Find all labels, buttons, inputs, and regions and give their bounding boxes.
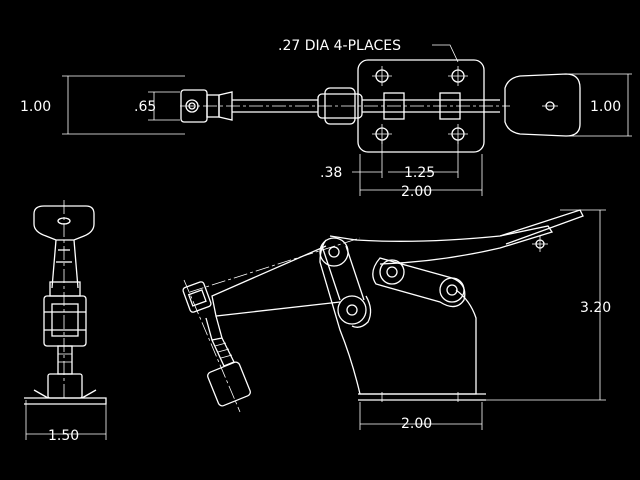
side-view: 3.20 2.00 [182,209,611,432]
dim-inner-height: .65 [134,99,156,115]
dim-end-base-width: 1.50 [48,428,79,444]
dim-left-height: 1.00 [20,99,51,115]
dim-base-width-top: 2.00 [401,184,432,200]
top-view: .27 DIA 4-PLACES 1.00 .65 1.00 .38 1.25 … [20,38,632,200]
hole-callout-label: .27 DIA 4-PLACES [278,38,401,54]
dim-hole-spacing: 1.25 [404,165,435,181]
dim-handle-height: 1.00 [590,99,621,115]
dim-side-height: 3.20 [580,300,611,316]
dim-side-base-width: 2.00 [401,416,432,432]
dim-hole-offset: .38 [320,165,342,181]
end-view: 1.50 [24,200,107,444]
